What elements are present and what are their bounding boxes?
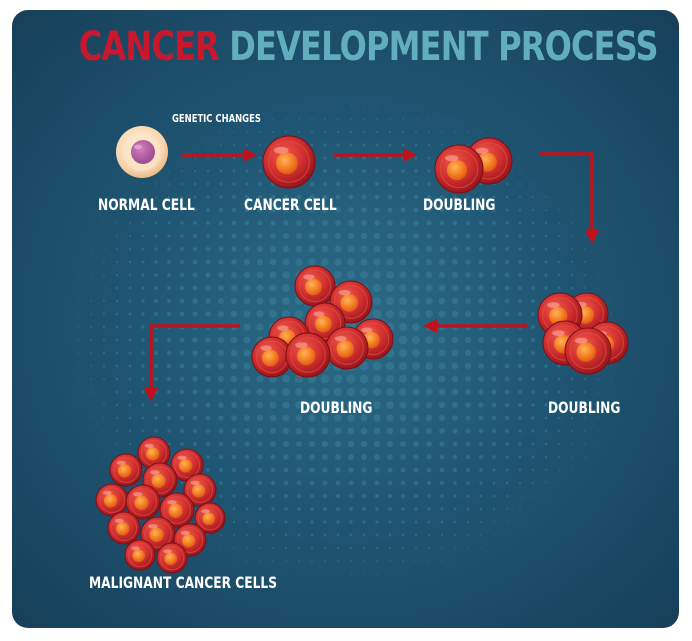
label-cancer-cell: CANCER CELL (244, 195, 337, 214)
label-malignant-cancer-cells: MALIGNANT CANCER CELLS (89, 573, 278, 592)
arrow-doubling-to-malignant (144, 324, 240, 402)
doubling-2-cells-icon (537, 292, 629, 375)
infographic-panel: CANCER DEVELOPMENT PROCESS (12, 10, 679, 628)
arrow-doubling-down (540, 152, 599, 244)
label-normal-cell: NORMAL CELL (98, 195, 195, 214)
label-doubling-3: DOUBLING (300, 398, 373, 417)
arrows (144, 148, 599, 402)
normal-cell-icon (116, 126, 168, 178)
doubling-1-cells-icon (434, 137, 513, 194)
page-title: CANCER DEVELOPMENT PROCESS (78, 24, 659, 70)
process-diagram (95, 126, 629, 574)
label-genetic-changes: GENETIC CHANGES (172, 112, 261, 125)
label-doubling-1: DOUBLING (423, 195, 496, 214)
malignant-cells-icon (95, 436, 226, 574)
title-word-development-process: DEVELOPMENT PROCESS (229, 24, 658, 70)
cancer-cell-icon (262, 135, 316, 189)
title-word-cancer: CANCER (78, 24, 220, 70)
doubling-3-cells-icon (251, 265, 394, 379)
label-doubling-2: DOUBLING (548, 398, 621, 417)
